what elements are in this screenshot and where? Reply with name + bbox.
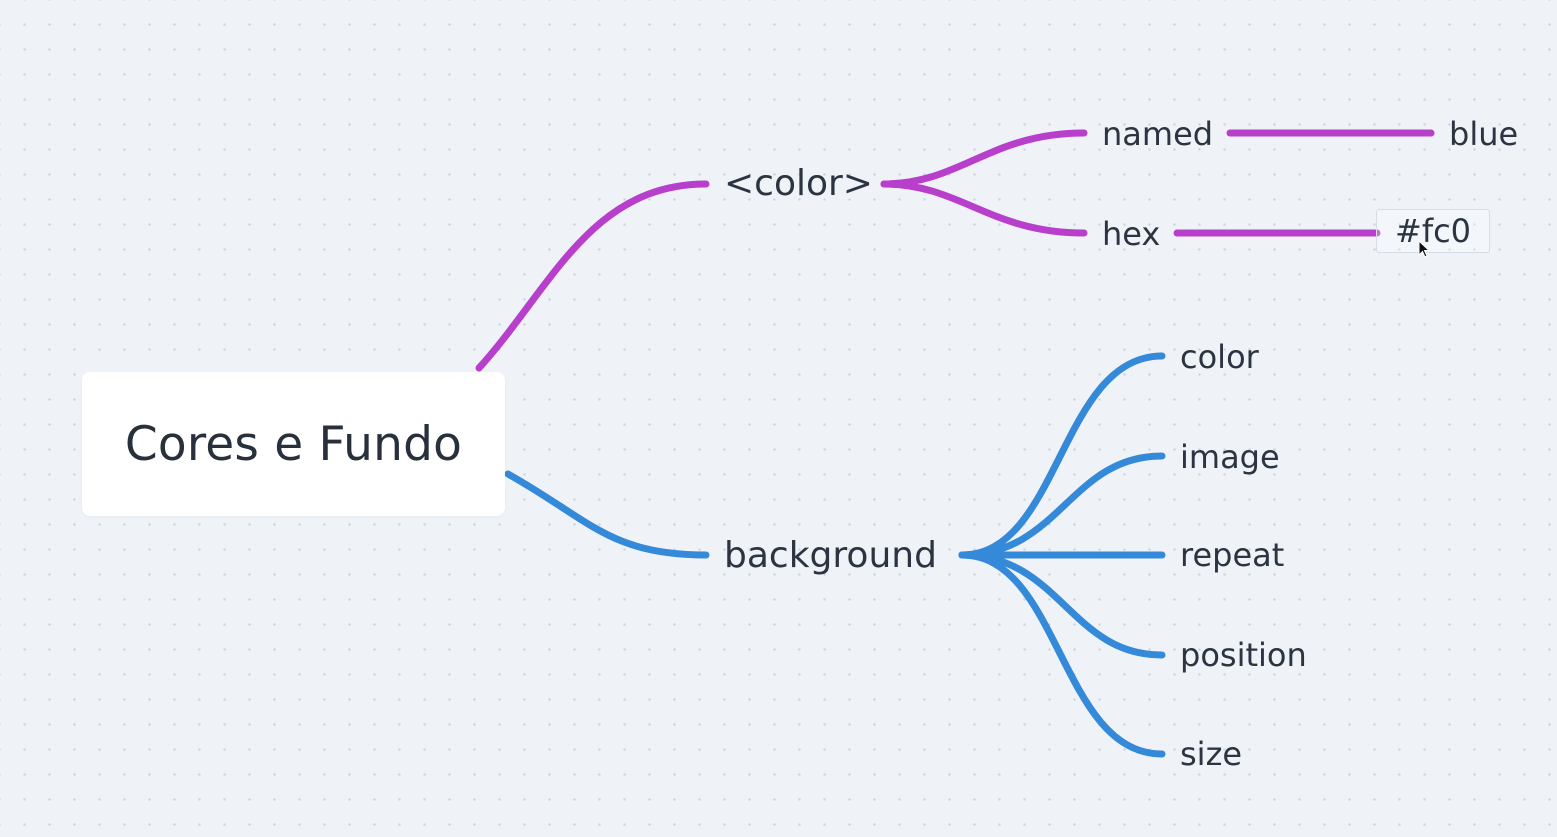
node-named[interactable]: named [1102,114,1213,154]
edge-background-size [958,551,1166,758]
edge-background-color [958,352,1166,559]
edge-color-named [880,129,1088,188]
mouse-pointer-icon [1418,240,1430,258]
node-bg-size[interactable]: size [1180,734,1242,774]
node-bg-color[interactable]: color [1180,337,1259,377]
node-color-type[interactable]: <color> [724,162,873,206]
node-bg-repeat-label: repeat [1180,536,1285,574]
node-background-label: background [724,535,937,576]
node-named-label: named [1102,115,1214,153]
edge-color-hex [880,180,1088,237]
node-bg-image-label: image [1180,438,1280,476]
edge-root-background [504,470,710,559]
root-node-label: Cores e Fundo [124,416,463,472]
node-hex[interactable]: hex [1102,214,1160,254]
node-blue-label: blue [1449,115,1519,153]
node-blue[interactable]: blue [1449,114,1518,154]
edge-background-image [958,452,1166,559]
root-node[interactable]: Cores e Fundo [82,372,505,516]
node-bg-image[interactable]: image [1180,437,1280,477]
edge-root-color [475,180,710,372]
node-bg-repeat[interactable]: repeat [1180,535,1284,575]
node-bg-position-label: position [1180,636,1307,674]
node-bg-position[interactable]: position [1180,635,1307,675]
edge-background-position [958,551,1166,659]
node-fc0-label: #fc0 [1395,212,1472,250]
node-fc0[interactable]: #fc0 [1376,209,1491,253]
node-hex-label: hex [1102,215,1161,253]
node-bg-color-label: color [1180,338,1259,376]
node-color-type-label: <color> [724,163,873,204]
node-bg-size-label: size [1180,735,1243,773]
node-background[interactable]: background [724,534,937,578]
